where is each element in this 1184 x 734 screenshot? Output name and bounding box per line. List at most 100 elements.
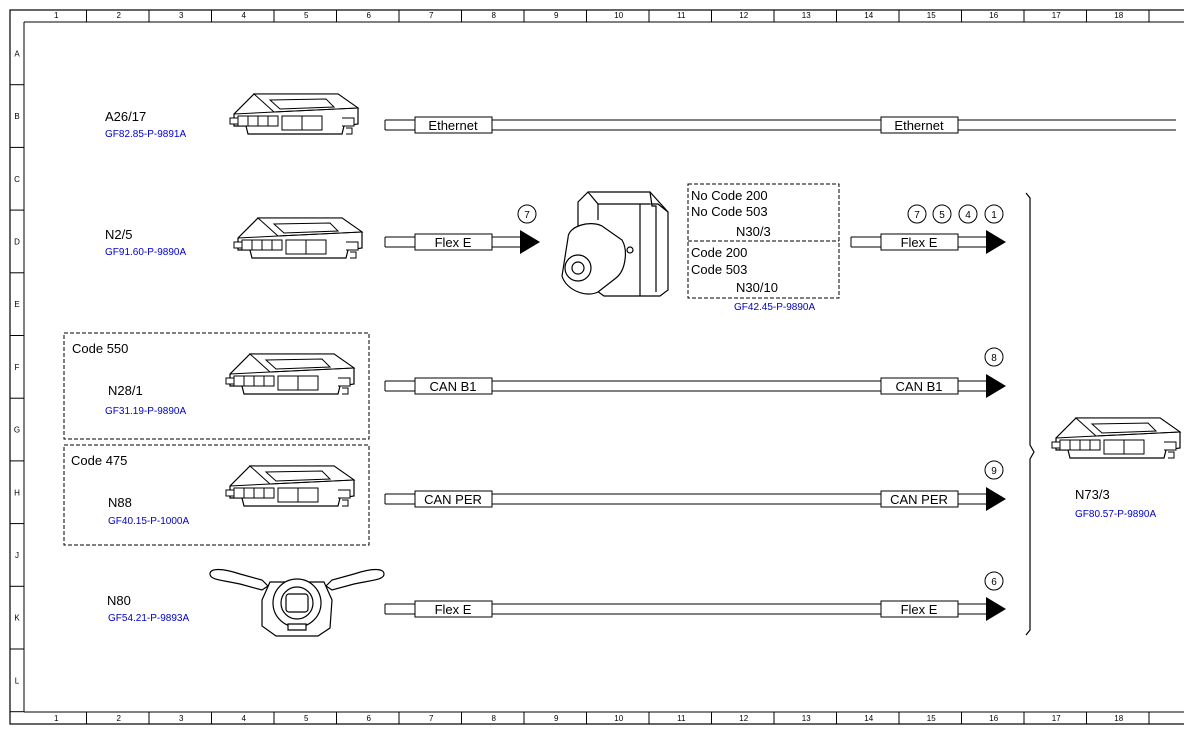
flexe-top-left-box (414, 233, 493, 251)
ethernet-left-box (414, 116, 493, 134)
component-n88-ref[interactable]: GF40.15-P-1000A (108, 516, 189, 527)
flexe-bottom-left-label: Flex E (435, 602, 472, 617)
grid-column-label: 5 (304, 11, 309, 20)
grid-column-label: 9 (554, 11, 559, 20)
grid-column-label: 4 (242, 11, 247, 20)
canb1-right-box (880, 377, 959, 395)
flexe-bottom-left-box (414, 600, 493, 618)
component-n80-ref[interactable]: GF54.21-P-9893A (108, 613, 189, 624)
grid-column-label: 18 (1114, 714, 1123, 723)
grid-column-label: 16 (989, 11, 998, 20)
n30-top-line2: No Code 503 (691, 204, 768, 219)
n30-bottom-name: N30/10 (736, 280, 778, 295)
grid-column-label: 7 (429, 714, 434, 723)
grid-column-label: 15 (927, 11, 936, 20)
code550-box (63, 332, 370, 440)
n733-module-icon (1051, 417, 1181, 459)
grid-column-label: 10 (614, 11, 623, 20)
component-n281-ref[interactable]: GF31.19-P-9890A (105, 406, 186, 417)
grid-column-label: 11 (677, 11, 686, 20)
marker-6: 6 (991, 577, 997, 588)
marker-7: 7 (914, 210, 920, 221)
grid-column-label: 8 (492, 11, 497, 20)
marker-4-circle (958, 204, 978, 224)
grid-column-label: 8 (492, 714, 497, 723)
grid-column-label: 13 (802, 714, 811, 723)
grid-column-label: 12 (739, 714, 748, 723)
grid-row-label: F (15, 363, 20, 372)
component-a26-name: A26/17 (105, 109, 146, 124)
grid-column-label: 1 (54, 714, 59, 723)
flexe-top-right-arrow (986, 230, 1006, 254)
grid-row-label: K (14, 614, 20, 623)
flexe-bottom-right-box (880, 600, 959, 618)
component-n88-name: N88 (108, 495, 132, 510)
grid-row-label: A (14, 49, 20, 58)
component-n25-name: N2/5 (105, 227, 132, 242)
n30-bottom-line1: Code 200 (691, 245, 747, 260)
code475-box (63, 444, 370, 546)
n30-bottom-line2: Code 503 (691, 262, 747, 277)
marker-1: 1 (991, 210, 997, 221)
grid-column-label: 17 (1052, 714, 1061, 723)
marker-6-circle (984, 571, 1004, 591)
n30-top-line1: No Code 200 (691, 188, 768, 203)
grid-column-label: 17 (1052, 11, 1061, 20)
grid-column-label: 11 (677, 714, 686, 723)
grid-column-label: 16 (989, 714, 998, 723)
component-n733-name: N73/3 (1075, 487, 1110, 502)
outer-frame (9, 9, 1184, 725)
n80-steering-column-module-icon (209, 568, 385, 637)
component-n80-name: N80 (107, 593, 131, 608)
n25-module-icon (233, 217, 363, 259)
grid-column-label: 9 (554, 714, 559, 723)
marker-7-left: 7 (524, 210, 530, 221)
grid-row-label: C (14, 175, 20, 184)
component-n733-ref[interactable]: GF80.57-P-9890A (1075, 509, 1156, 520)
marker-1-circle (984, 204, 1004, 224)
grid-column-label: 12 (739, 11, 748, 20)
grid-row-label: J (15, 551, 19, 560)
grid-column-label: 14 (864, 11, 873, 20)
grid-column-label: 7 (429, 11, 434, 20)
component-a26-ref[interactable]: GF82.85-P-9891A (105, 129, 186, 140)
grid-column-label: 2 (117, 11, 122, 20)
canb1-left-label: CAN B1 (430, 379, 477, 394)
grid-column-label: 1 (54, 11, 59, 20)
grid-column-label: 18 (1114, 11, 1123, 20)
grid-column-label: 6 (367, 714, 372, 723)
marker-9: 9 (991, 466, 997, 477)
grid-column-label: 2 (117, 714, 122, 723)
flexe-top-left-arrow (520, 230, 540, 254)
code475-label: Code 475 (71, 453, 127, 468)
canb1-right-label: CAN B1 (896, 379, 943, 394)
ethernet-right-box (880, 116, 959, 134)
n88-module-icon (225, 465, 355, 507)
marker-7-circle (907, 204, 927, 224)
grid-column-label: 14 (864, 714, 873, 723)
flexe-top-right-label: Flex E (901, 235, 938, 250)
grid-column-label: 13 (802, 11, 811, 20)
grid-row-label: B (14, 112, 19, 121)
marker-5-circle (932, 204, 952, 224)
grid-column-label: 4 (242, 714, 247, 723)
marker-7-left-circle (517, 204, 537, 224)
grid-row-label: H (14, 488, 20, 497)
n281-module-icon (225, 353, 355, 395)
flexe-top-right-box (880, 233, 959, 251)
code550-label: Code 550 (72, 341, 128, 356)
component-n281-name: N28/1 (108, 383, 143, 398)
canper-arrow (986, 487, 1006, 511)
canper-right-box (880, 490, 959, 508)
n30-top-name: N30/3 (736, 224, 771, 239)
n30-ref[interactable]: GF42.45-P-9890A (734, 302, 815, 313)
grid-row-label: G (14, 426, 20, 435)
canb1-arrow (986, 374, 1006, 398)
grid-column-label: 3 (179, 714, 184, 723)
grid-row-label: L (15, 676, 20, 685)
ethernet-right-label: Ethernet (894, 118, 944, 133)
canper-left-label: CAN PER (424, 492, 482, 507)
component-n25-ref[interactable]: GF91.60-P-9890A (105, 247, 186, 258)
grid-row-label: E (14, 300, 19, 309)
